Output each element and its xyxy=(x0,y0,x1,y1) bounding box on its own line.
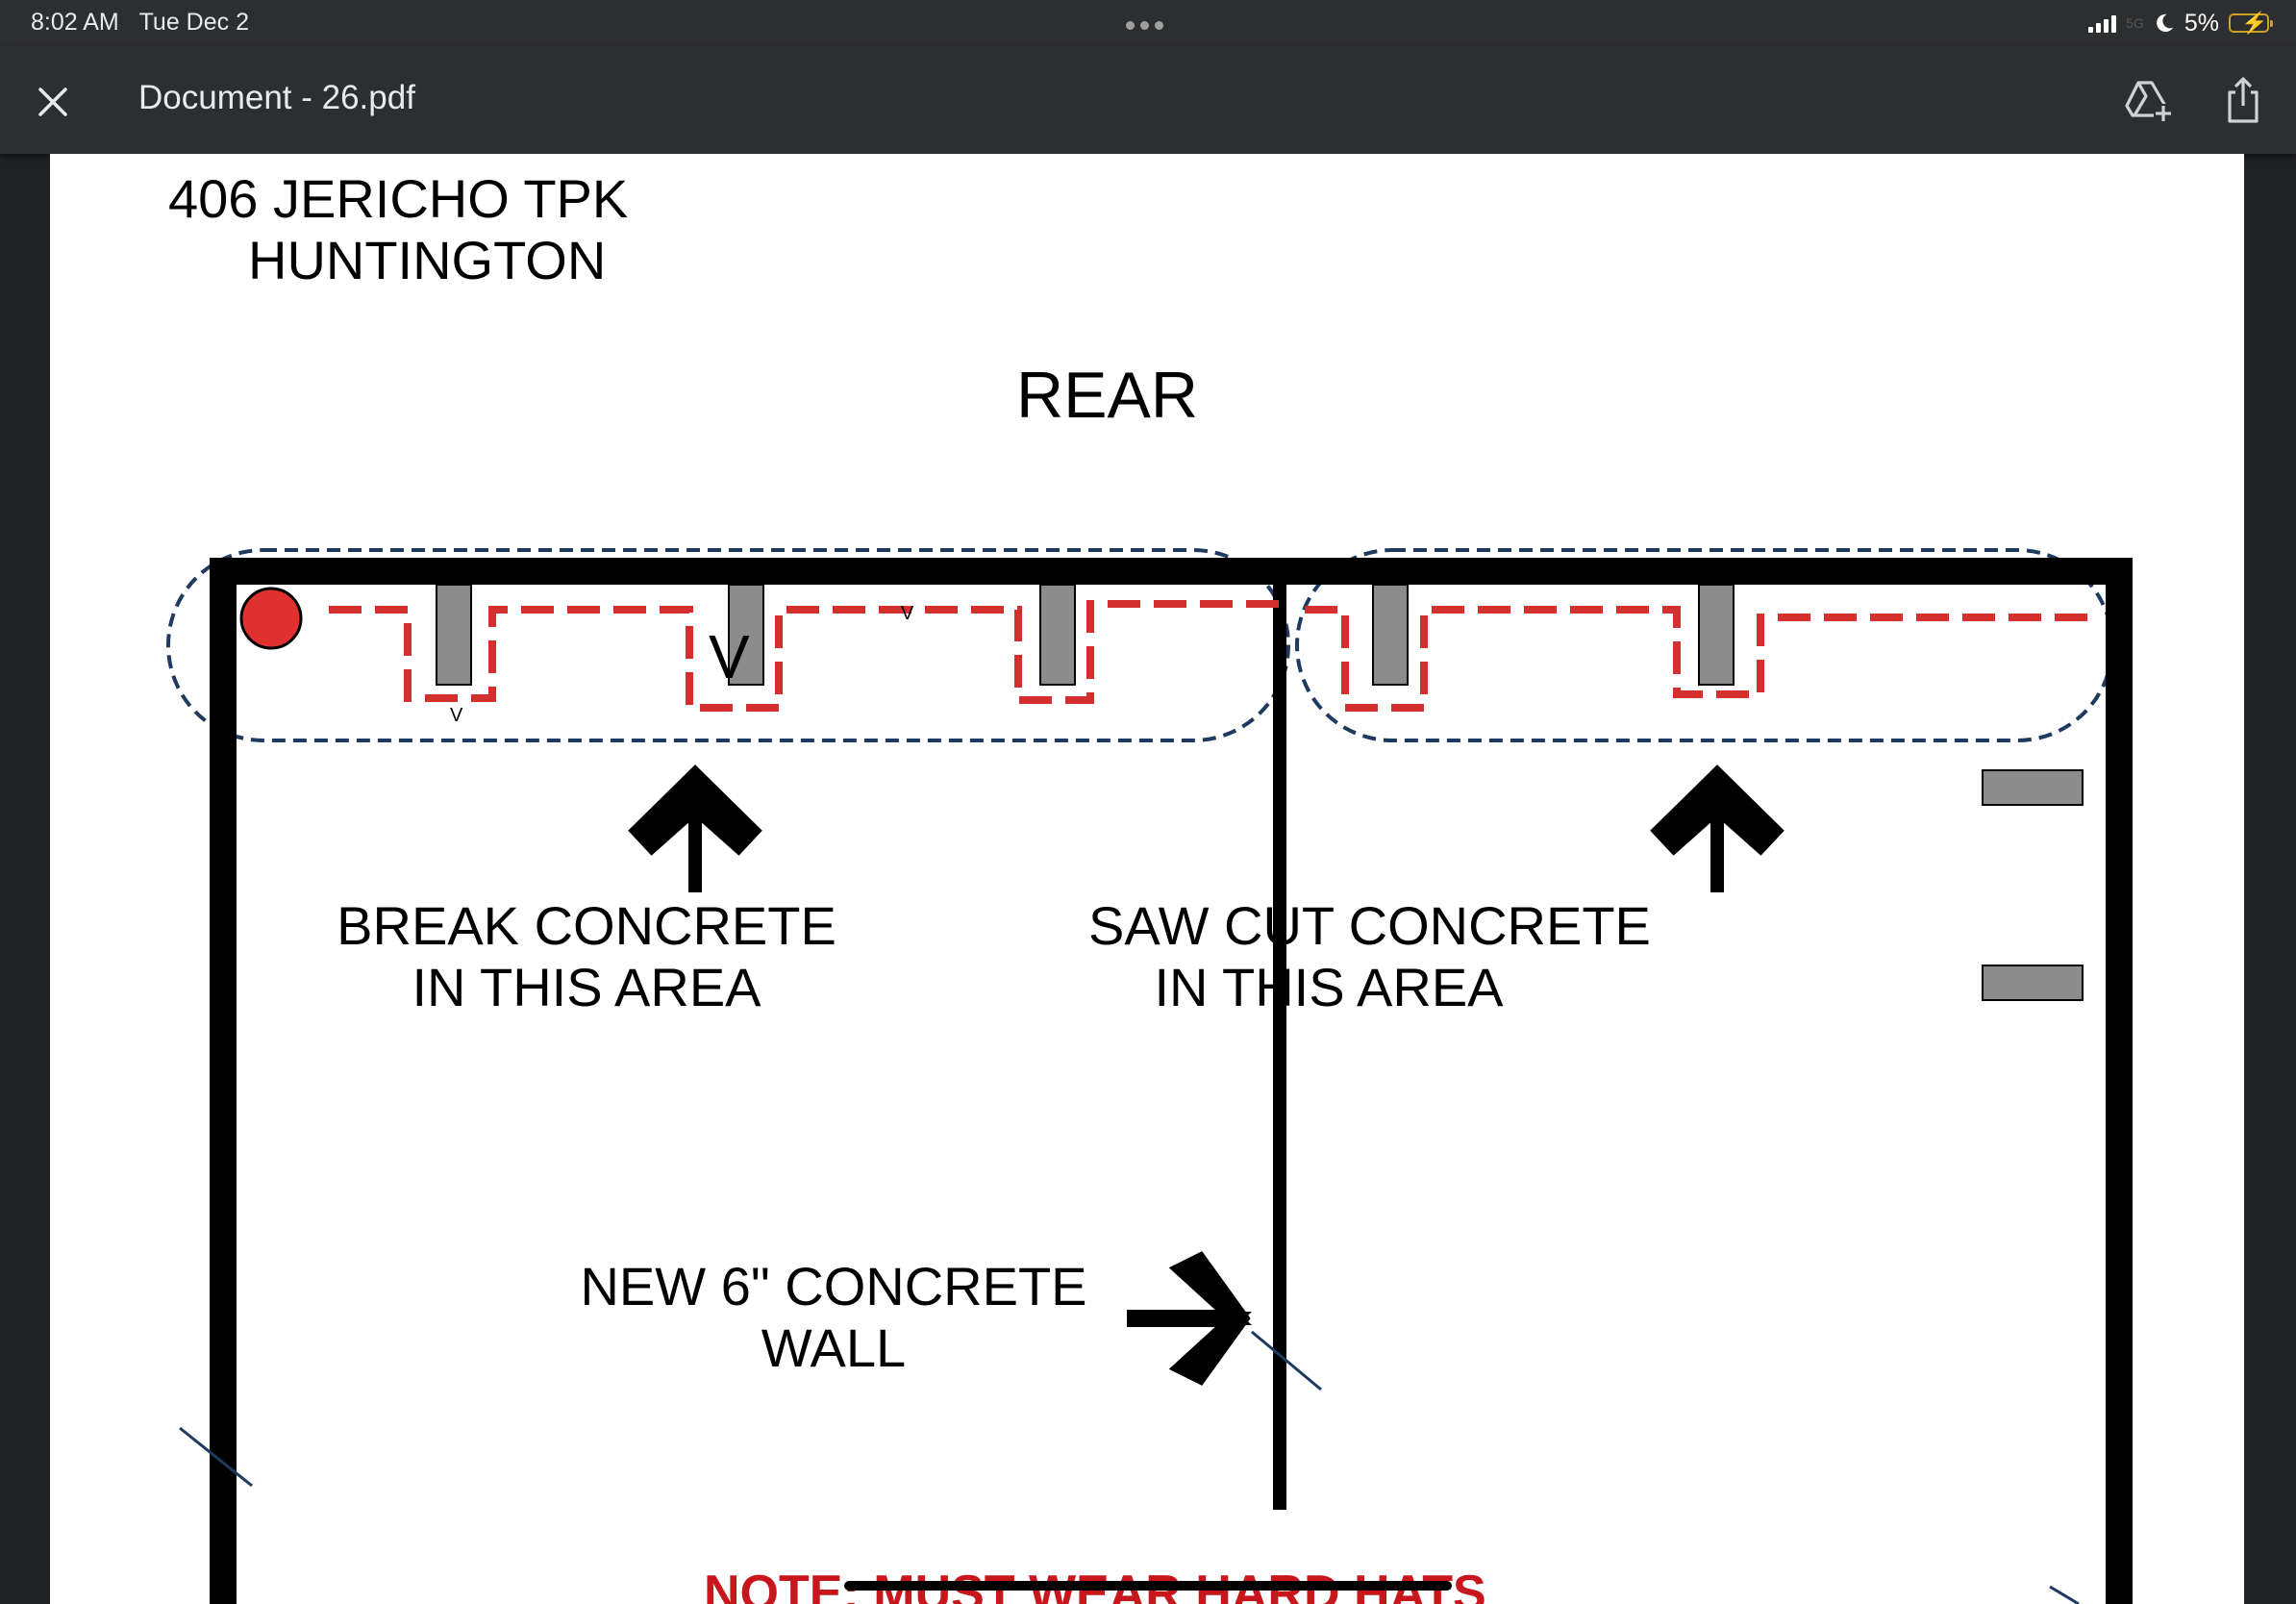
status-bar: 8:02 AM Tue Dec 2 5G 5% ⚡ xyxy=(0,0,2296,46)
column xyxy=(1372,584,1409,686)
rear-heading: REAR xyxy=(1016,359,1198,432)
battery-charging-icon: ⚡ xyxy=(2229,12,2273,35)
floor-plan-drawing: V V V xyxy=(166,548,2133,1604)
do-not-disturb-moon-icon xyxy=(2156,13,2174,33)
multitasking-dots-icon[interactable] xyxy=(1126,17,1169,35)
right-wall xyxy=(2106,558,2133,1604)
share-icon xyxy=(2228,77,2259,123)
valve-mark: V xyxy=(450,705,463,726)
break-concrete-label: BREAK CONCRETE IN THIS AREA xyxy=(337,895,836,1017)
status-time: 8:02 AM Tue Dec 2 xyxy=(31,9,249,36)
pdf-viewer-toolbar: Document - 26.pdf xyxy=(0,46,2296,154)
new-wall-label: NEW 6" CONCRETE WALL xyxy=(580,1256,1087,1378)
share-button[interactable] xyxy=(2216,73,2270,127)
close-icon xyxy=(38,88,67,116)
network-type: 5G xyxy=(2126,15,2144,31)
battery-percent: 5% xyxy=(2184,9,2219,37)
drain-line-right xyxy=(1305,606,2090,712)
side-column xyxy=(1982,769,2084,806)
side-column xyxy=(1982,965,2084,1001)
saw-cut-label: SAW CUT CONCRETE IN THIS AREA xyxy=(1088,895,1651,1017)
home-indicator[interactable] xyxy=(844,1581,1452,1591)
pdf-page[interactable]: V V V 406 JERICHO TPK HUNTINGTON REAR BR… xyxy=(50,154,2244,1604)
status-date: Tue Dec 2 xyxy=(138,9,249,36)
red-marker-circle xyxy=(239,587,303,650)
up-arrow-icon xyxy=(1650,764,1784,892)
column xyxy=(728,584,764,686)
close-button[interactable] xyxy=(29,78,77,126)
column xyxy=(436,584,472,686)
document-title: Document - 26.pdf xyxy=(138,79,415,116)
right-arrow-icon xyxy=(1127,1251,1253,1386)
break-area-outline xyxy=(166,548,1290,742)
add-to-drive-icon xyxy=(2125,81,2173,123)
valve-mark: V xyxy=(901,603,914,624)
cellular-signal-icon xyxy=(2088,13,2117,33)
valve-mark: V xyxy=(709,622,750,691)
add-to-drive-button[interactable] xyxy=(2121,73,2175,127)
address-line-1: 406 JERICHO TPK xyxy=(168,168,629,229)
column xyxy=(1698,584,1734,686)
column xyxy=(1039,584,1076,686)
new-concrete-wall xyxy=(1273,567,1286,1510)
left-wall xyxy=(210,558,237,1604)
up-arrow-icon xyxy=(628,764,762,892)
drain-line-left xyxy=(329,600,1288,712)
rear-wall xyxy=(210,558,2133,585)
address-line-2: HUNTINGTON xyxy=(248,230,607,290)
